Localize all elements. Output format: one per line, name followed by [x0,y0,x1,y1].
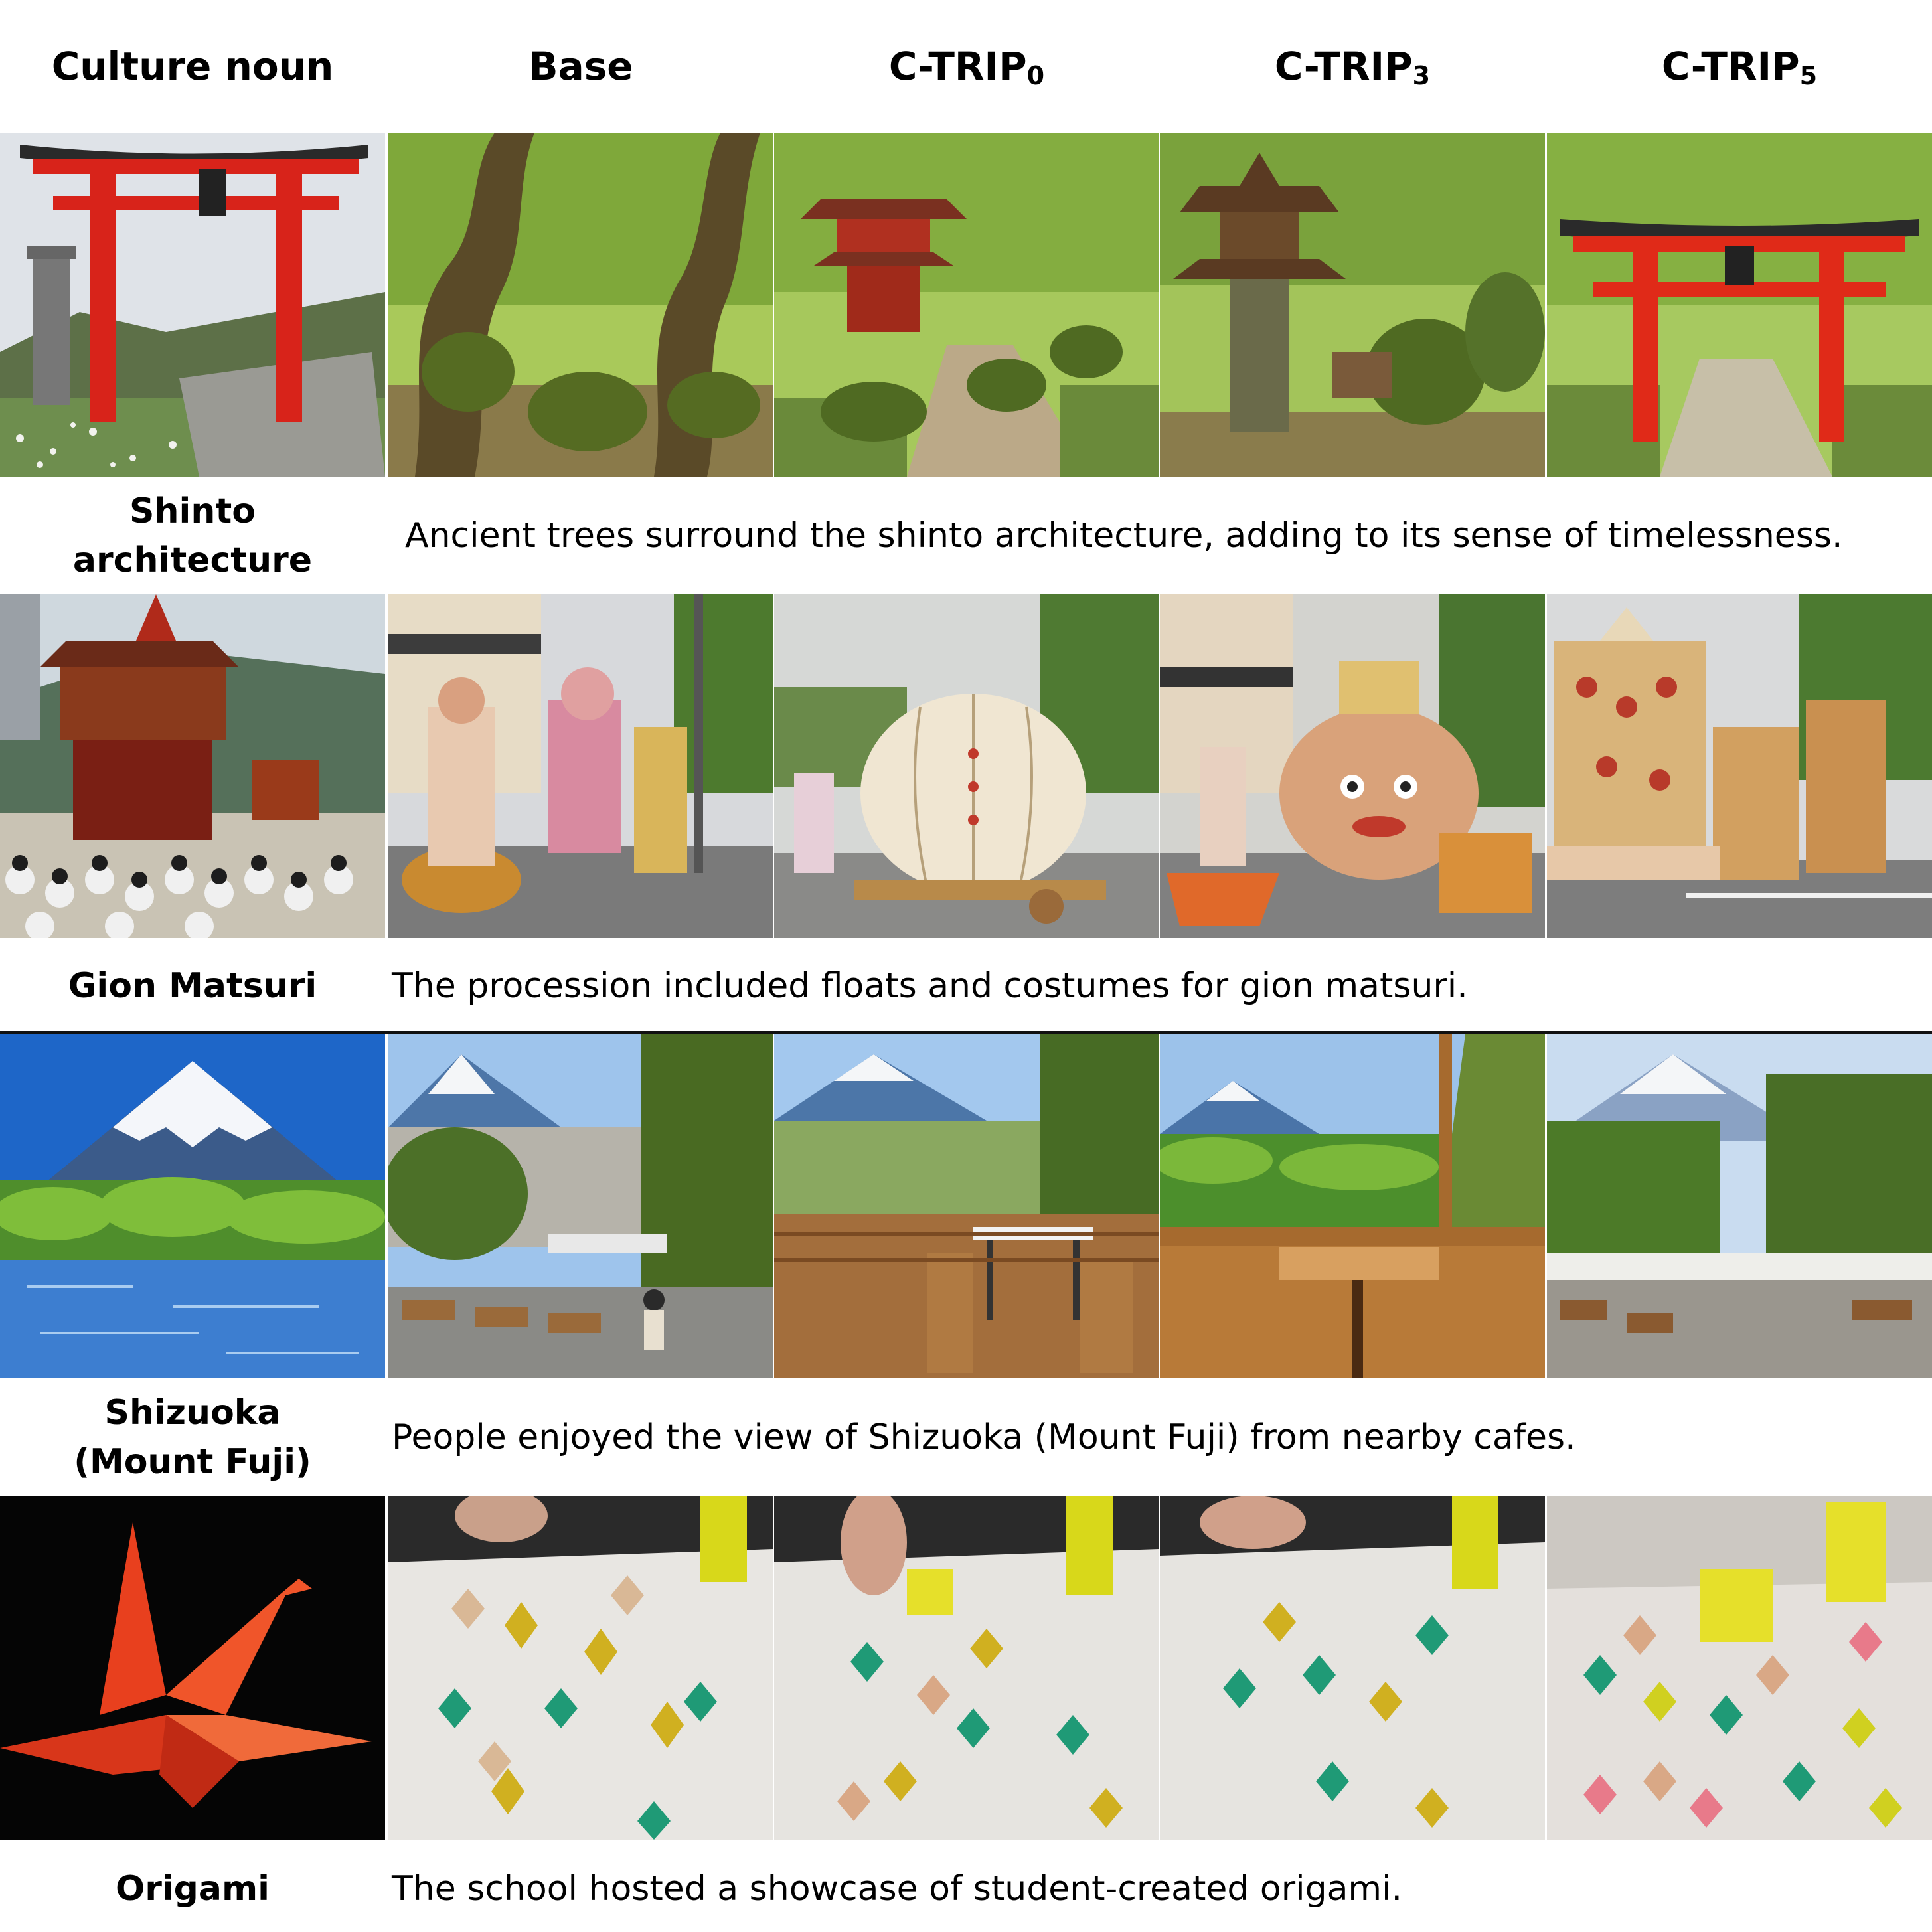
row-4-noun: Origami [0,1859,385,1919]
gion-ctrip5-image [1547,594,1932,938]
header-culture-noun: Culture noun [51,44,334,89]
origami-ctrip5-image [1547,1496,1932,1840]
gion-ctrip0-image [774,594,1159,938]
shinto-reference-image [0,133,385,477]
row-1-noun: Shinto architecture [0,486,385,586]
fuji-ctrip3-image [1160,1034,1545,1378]
row-1-noun-line2: architecture [72,540,313,580]
row-separator [0,1031,1932,1034]
header-base: Base [528,44,633,89]
fuji-base-image [388,1034,773,1378]
row-2-caption: The procession included floats and costu… [392,966,1468,1006]
row-3-noun-line1: Shizuoka [104,1393,281,1433]
row-3-noun: Shizuoka (Mount Fuji) [0,1388,385,1487]
fuji-ctrip5-image [1547,1034,1932,1378]
row-4-caption: The school hosted a showcase of student-… [392,1869,1403,1909]
row-4-noun-line1: Origami [116,1869,270,1909]
row-1-caption: Ancient trees surround the shinto archit… [405,516,1843,556]
shinto-base-image [388,133,773,477]
row-2-noun-line1: Gion Matsuri [68,966,317,1006]
row-2-noun: Gion Matsuri [0,956,385,1016]
gion-reference-image [0,594,385,938]
row-3-noun-line2: (Mount Fuji) [74,1442,311,1482]
origami-ctrip3-image [1160,1496,1545,1840]
origami-base-image [388,1496,773,1840]
row-3-caption: People enjoyed the view of Shizuoka (Mou… [392,1417,1576,1457]
shinto-ctrip0-image [774,133,1159,477]
gion-ctrip3-image [1160,594,1545,938]
gion-base-image [388,594,773,938]
fuji-reference-image [0,1034,385,1378]
origami-ctrip0-image [774,1496,1159,1840]
shinto-ctrip5-image [1547,133,1932,477]
row-1-noun-line1: Shinto [129,491,256,531]
origami-reference-image [0,1496,385,1840]
shinto-ctrip3-image [1160,133,1545,477]
fuji-ctrip0-image [774,1034,1159,1378]
